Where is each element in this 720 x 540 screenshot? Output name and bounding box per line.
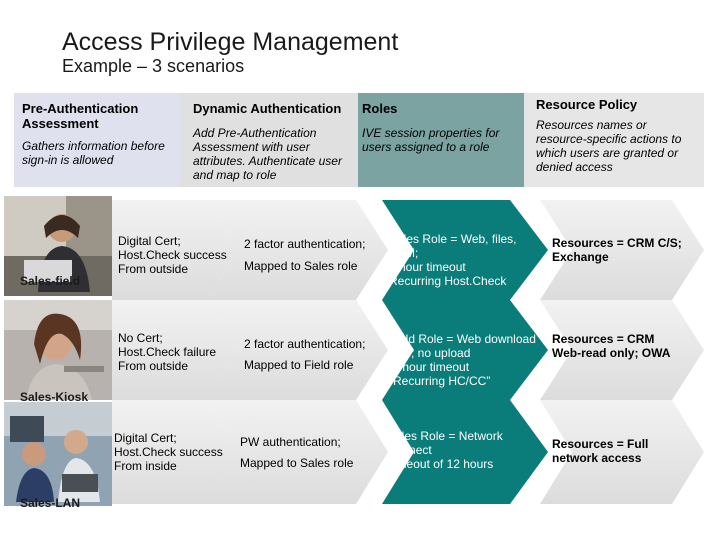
resource-cell-1: Resources = CRM C/S; Exchange <box>552 236 682 264</box>
auth-cell-3-line1: PW authentication; <box>240 435 341 449</box>
chevron-resource-1 <box>540 200 704 300</box>
role-arrow-1 <box>382 200 548 300</box>
role-arrow-3 <box>382 400 548 504</box>
resource-cell-2: Resources = CRM Web-read only; OWA <box>552 332 671 360</box>
header-resource-desc: Resources names or resource-specific act… <box>536 118 682 174</box>
chevron-auth-1 <box>206 200 388 300</box>
pre-auth-cell-3: Digital Cert; Host.Check success From in… <box>114 431 223 473</box>
photo-label-sales-field: Sales-field <box>20 274 81 288</box>
header-resource: Resource Policy Resources names or resou… <box>536 97 700 174</box>
header-box-pre-auth <box>14 93 180 187</box>
header-resource-title: Resource Policy <box>536 97 638 112</box>
photo-label-sales-lan: Sales-LAN <box>20 496 81 510</box>
photo-sales-field <box>4 196 112 296</box>
page-title: Access Privilege Management <box>62 28 399 56</box>
header-dynamic-title: Dynamic Authentication <box>193 101 342 116</box>
chevron-pre-auth-2 <box>112 300 238 400</box>
chevron-resource-3 <box>540 400 704 504</box>
header-roles-title: Roles <box>362 101 398 116</box>
header-dynamic-desc: Add Pre-Authentication Assessment with u… <box>193 126 342 182</box>
auth-cell-1-line1: 2 factor authentication; <box>244 237 366 251</box>
resource-cell-3: Resources = Full network access <box>552 437 649 465</box>
header-pre-auth: Pre-Authentication Assessment Gathers in… <box>22 101 172 167</box>
header-box-roles <box>358 93 524 187</box>
chevron-pre-auth-3 <box>112 400 238 504</box>
header-roles: Roles IVE session properties for users a… <box>362 101 512 154</box>
auth-cell-3-line2: Mapped to Sales role <box>240 456 354 470</box>
role-cell-1: Sales Role = Web, files, SAM; 2 hour tim… <box>389 232 517 288</box>
header-pre-auth-desc: Gathers information before sign-in is al… <box>22 139 165 167</box>
auth-cell-1-line2: Mapped to Sales role <box>244 259 358 273</box>
header-dynamic: Dynamic Authentication Add Pre-Authentic… <box>193 101 353 182</box>
header-pre-auth-title: Pre-Authentication Assessment <box>22 101 139 131</box>
chevron-auth-2 <box>206 300 388 400</box>
header-box-resource <box>524 93 704 187</box>
photo-label-sales-kiosk: Sales-Kiosk <box>20 390 89 404</box>
header-roles-desc: IVE session properties for users assigne… <box>362 126 500 154</box>
pre-auth-cell-1: Digital Cert; Host.Check success From ou… <box>118 234 227 276</box>
chevron-resource-2 <box>540 300 704 400</box>
role-cell-3: Sales Role = Network Connect Timeout of … <box>387 429 503 471</box>
photo-sales-lan <box>4 402 112 506</box>
role-arrow-2 <box>382 300 548 400</box>
pre-auth-cell-2: No Cert; Host.Check failure From outside <box>118 331 217 373</box>
chevron-auth-3 <box>206 400 388 504</box>
auth-cell-2-line1: 2 factor authentication; <box>244 337 366 351</box>
page-subtitle: Example – 3 scenarios <box>62 56 245 76</box>
auth-cell-2-line2: Mapped to Field role <box>244 358 354 372</box>
photo-sales-kiosk <box>4 300 112 400</box>
chevron-pre-auth-1 <box>112 200 238 300</box>
role-cell-2: Field Role = Web download only; no uploa… <box>389 332 536 388</box>
header-box-dynamic <box>180 93 358 187</box>
